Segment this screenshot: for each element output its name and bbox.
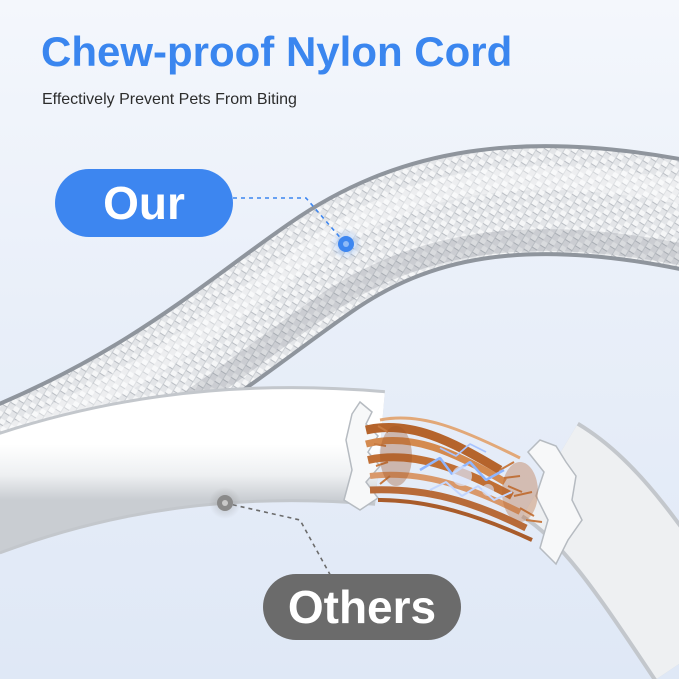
connector-line-ours — [233, 197, 345, 243]
exposed-copper-wires — [365, 416, 543, 542]
label-others-badge: Others — [263, 574, 461, 640]
electric-spark-icon — [419, 443, 513, 501]
marker-dot-icon — [209, 487, 241, 519]
page-title: Chew-proof Nylon Cord — [41, 28, 513, 75]
page-subtitle: Effectively Prevent Pets From Biting — [42, 91, 297, 108]
label-ours-badge: Our — [55, 169, 233, 237]
label-ours-text: Our — [103, 177, 185, 229]
label-others-text: Others — [287, 581, 437, 633]
connector-line-others — [224, 502, 334, 581]
torn-end-right — [526, 439, 583, 566]
broken-pvc-cable — [0, 386, 679, 679]
marker-dot-icon — [330, 228, 362, 260]
